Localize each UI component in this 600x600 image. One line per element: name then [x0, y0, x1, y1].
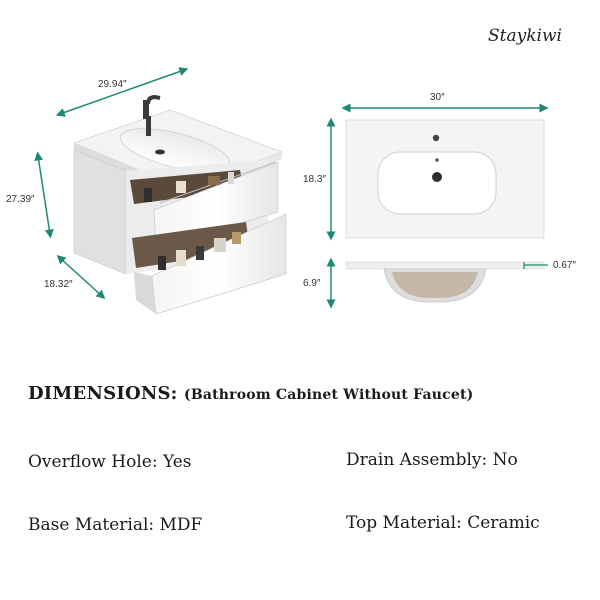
drawer-contents-lower-icon: [158, 232, 241, 270]
top-depth-label: 18.3″: [303, 174, 327, 185]
spec-base-material: Base Material: MDF: [28, 515, 203, 535]
cabinet-width-label: 29.94″: [98, 79, 127, 90]
spec-overflow-hole: Overflow Hole: Yes: [28, 452, 192, 472]
dimensions-title: DIMENSIONS:: [28, 383, 178, 404]
cabinet-3d-view: [72, 94, 287, 315]
product-illustration: [34, 67, 549, 315]
drawer-contents-icon: [144, 172, 234, 202]
depth-arrow: [56, 254, 106, 300]
spec-drain-assembly: Drain Assembly: No: [346, 450, 518, 470]
thickness-label: 0.67″: [553, 260, 577, 271]
brand-logo: Staykiwi: [488, 26, 562, 46]
countertop-side-view: [345, 261, 545, 303]
top-width-label: 30″: [430, 92, 445, 103]
dimensions-heading: DIMENSIONS: (Bathroom Cabinet Without Fa…: [28, 383, 474, 404]
dimensions-subtitle: (Bathroom Cabinet Without Faucet): [184, 387, 474, 403]
cabinet-depth-label: 18.32″: [44, 279, 73, 290]
spec-top-material: Top Material: Ceramic: [346, 513, 540, 533]
cabinet-height-label: 27.39″: [6, 194, 35, 205]
countertop-top-view: [345, 119, 545, 239]
basin-depth-label: 6.9″: [303, 278, 321, 289]
height-arrow: [34, 151, 54, 239]
width-arrow: [55, 67, 189, 117]
